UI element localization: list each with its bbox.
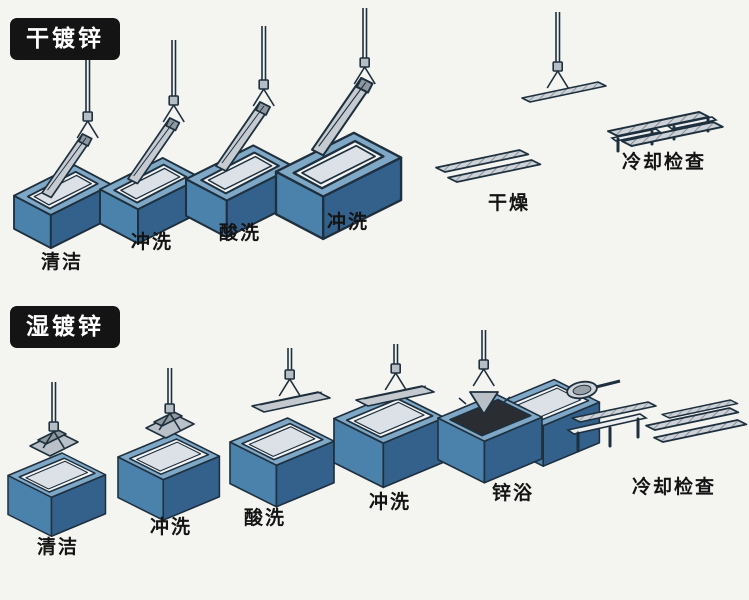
splash-icon [458, 396, 511, 405]
step-label-wet-zincbath: 锌浴 [491, 483, 535, 504]
bench-legs-icon [576, 417, 640, 453]
step-label-dry-cooling: 冷却检查 [621, 152, 707, 173]
hook-icon [472, 359, 496, 387]
bench-icon [565, 413, 649, 435]
tank-icon [229, 417, 335, 508]
steel-bundle-icon [145, 411, 195, 439]
step-label-wet-rinse2: 冲洗 [368, 492, 412, 513]
crane-hoist-icon [252, 26, 276, 107]
crane-hoist-icon [76, 60, 99, 139]
step-label-dry-rinse1: 冲洗 [130, 232, 174, 253]
hook-icon [546, 61, 570, 89]
ladle-icon [566, 379, 621, 400]
crane-hoist-icon [472, 330, 496, 387]
steel-bundle-icon [29, 429, 79, 457]
wet-step-pickle [229, 348, 335, 508]
crane-hoist-icon [42, 382, 65, 449]
crane-hoist-icon [162, 40, 185, 123]
dry-step-clean [13, 60, 113, 250]
tank-icon [117, 432, 221, 521]
step-label-wet-rinse1: 冲洗 [149, 517, 193, 538]
step-label-wet-clean: 清洁 [36, 537, 80, 558]
step-label-wet-pickle: 酸洗 [243, 508, 287, 529]
badge-dry-galvanizing: 干镀锌 [10, 18, 120, 60]
crane-hoist-icon [353, 8, 377, 85]
dipping-beam-icon [469, 391, 499, 415]
wet-step-clean [7, 382, 107, 537]
dry-step-rinse1 [99, 40, 202, 245]
badge-wet-galvanizing: 湿镀锌 [10, 306, 120, 348]
trestle-icon [610, 128, 662, 142]
crane-hoist-icon [546, 12, 570, 89]
wet-step-zinc-bath [437, 330, 601, 484]
hook-icon [384, 363, 408, 391]
dry-step-pickle [184, 26, 296, 239]
step-label-dry-drying: 干燥 [487, 193, 531, 214]
hook-icon [252, 79, 276, 107]
crane-hoist-icon [384, 344, 408, 391]
tank-icon [333, 392, 446, 489]
dry-step-rinse2 [274, 8, 403, 241]
wet-step-rinse2 [333, 344, 446, 489]
step-label-dry-clean: 清洁 [40, 252, 84, 273]
hook-icon [162, 95, 185, 123]
hook-icon [278, 369, 302, 397]
tank-icon [7, 452, 107, 537]
hook-icon [76, 111, 99, 139]
dry-step-drying [435, 12, 607, 183]
wet-step-rinse1 [117, 368, 221, 521]
crane-hoist-icon [158, 368, 181, 431]
steel-slab-icon [251, 391, 331, 413]
wet-step-cooling-inspection [565, 379, 748, 453]
step-label-wet-cooling: 冷却检查 [631, 477, 717, 498]
step-label-dry-pickle: 酸洗 [218, 223, 262, 244]
hanging-beam-icon [521, 81, 607, 103]
crane-hoist-icon [278, 348, 302, 397]
dry-step-cooling-inspection [607, 111, 724, 153]
step-label-dry-rinse2: 冲洗 [326, 212, 370, 233]
